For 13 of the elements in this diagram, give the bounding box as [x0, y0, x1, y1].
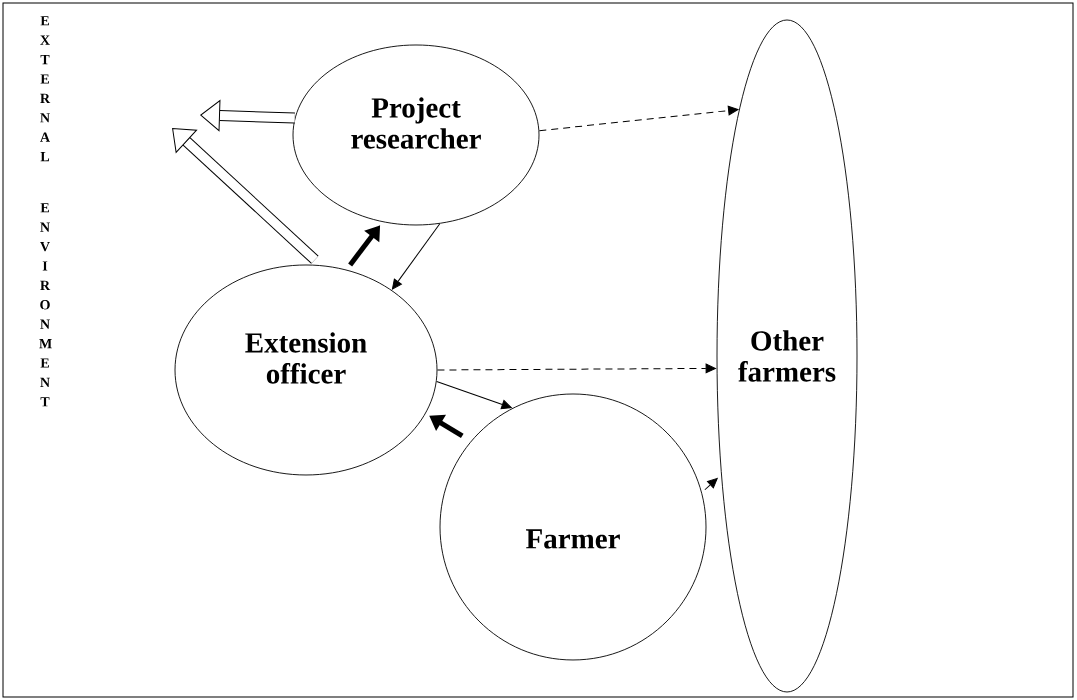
- arrow: [436, 380, 512, 410]
- vertical-label: EXTERNAL: [40, 16, 51, 162]
- dashed-arrow: [436, 363, 716, 374]
- ellipse-node: Project researcher: [292, 44, 540, 226]
- ellipse-node: Farmer: [439, 393, 707, 661]
- block-arrow: [172, 128, 319, 264]
- ellipse-node: Extension officer: [174, 264, 438, 476]
- ellipse-node: Other farmers: [716, 19, 858, 693]
- arrow: [391, 223, 441, 290]
- dashed-arrow: [704, 477, 718, 491]
- vertical-label: ENVIRONMENT: [39, 203, 52, 407]
- dashed-arrow: [538, 105, 739, 132]
- block-arrow: [200, 100, 295, 132]
